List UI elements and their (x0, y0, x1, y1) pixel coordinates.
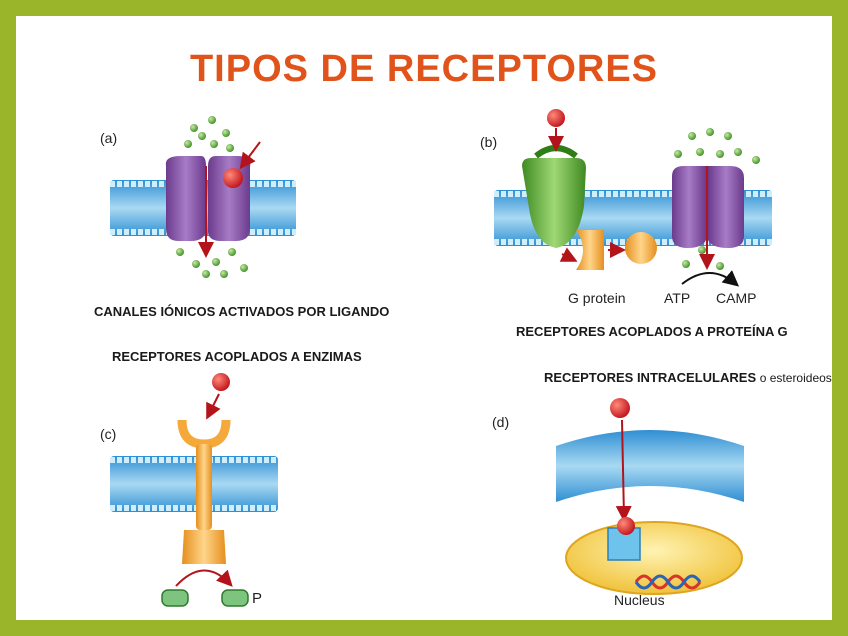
label-phosphate: P (252, 590, 263, 607)
label-g-protein: G protein (568, 290, 626, 306)
ions-a (176, 116, 248, 278)
caption-enzyme-receptors: RECEPTORES ACOPLADOS A ENZIMAS (112, 349, 362, 364)
panel-c-letter: (c) (100, 426, 117, 442)
caption-g-protein-receptors: RECEPTORES ACOPLADOS A PROTEÍNA G (516, 324, 788, 339)
label-camp: CAMP (716, 290, 757, 306)
membrane-c (110, 456, 278, 512)
slide: TIPOS DE RECEPTORES (a) (16, 16, 832, 620)
atp-camp-arrow (681, 270, 740, 287)
ligand-a (223, 141, 261, 188)
membrane-d (556, 430, 744, 502)
ion-channel-diagram (110, 109, 772, 607)
panel-a-letter: (a) (100, 130, 118, 146)
caption-intracellular-suffix: o esteroideos (759, 371, 832, 385)
label-nucleus: Nucleus (614, 592, 665, 608)
g-protein (559, 230, 657, 270)
ion-channel-b (672, 128, 760, 270)
caption-intracellular-main: RECEPTORES INTRACELULARES (544, 370, 757, 385)
slide-title: TIPOS DE RECEPTORES (189, 48, 659, 90)
label-atp: ATP (664, 290, 691, 306)
caption-ion-channels: CANALES IÓNICOS ACTIVADOS POR LIGANDO (94, 304, 390, 319)
panel-d-letter: (d) (492, 414, 510, 430)
nucleus (565, 398, 743, 595)
g-protein-receptor (522, 109, 586, 248)
caption-intracellular-receptors: RECEPTORES INTRACELULARES o esteroideos (544, 370, 832, 385)
panel-b-letter: (b) (480, 134, 498, 150)
enzyme-receptor (161, 373, 249, 607)
